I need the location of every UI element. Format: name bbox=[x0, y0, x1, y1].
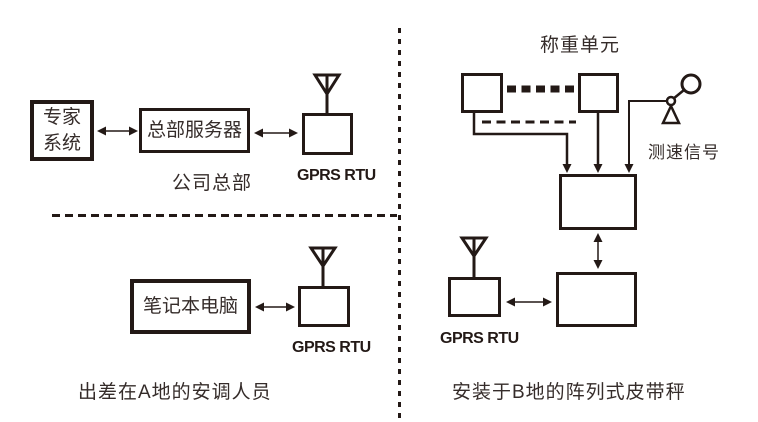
site-a-antenna-icon bbox=[308, 246, 338, 286]
hq-gprs-rtu-label: GPRS RTU bbox=[297, 167, 376, 184]
site-b-caption: 安装于B地的阵列式皮带秤 bbox=[452, 382, 686, 403]
hq-server-label: 总部服务器 bbox=[146, 119, 242, 141]
expert-system-label: 专家系统 bbox=[42, 106, 81, 154]
weighing-unit2-junction-connector bbox=[593, 113, 603, 173]
site-b-gprs-rtu-box bbox=[448, 277, 501, 317]
expert-server-arrow bbox=[97, 126, 138, 136]
site-a-gprs-rtu-label: GPRS RTU bbox=[292, 339, 371, 356]
weighing-unit-box-1 bbox=[461, 73, 503, 113]
hq-antenna-icon bbox=[312, 73, 342, 113]
weighing-unit-title: 称重单元 bbox=[540, 35, 621, 56]
gprs-controller-arrow bbox=[506, 297, 552, 307]
vertical-dashed-divider bbox=[398, 28, 401, 420]
hq-server-box: 总部服务器 bbox=[139, 108, 250, 153]
weighing-unit-box-2 bbox=[578, 73, 619, 113]
speed-signal-label: 测速信号 bbox=[648, 143, 720, 162]
speed-sensor-icon bbox=[661, 73, 702, 125]
hq-caption: 公司总部 bbox=[172, 173, 253, 194]
site-a-gprs-rtu-box bbox=[298, 286, 350, 327]
expert-system-box: 专家系统 bbox=[30, 100, 94, 161]
laptop-box: 笔记本电脑 bbox=[130, 279, 251, 334]
site-b-antenna-icon bbox=[459, 236, 489, 277]
signal-junction-box bbox=[559, 174, 637, 230]
scale-controller-box bbox=[556, 272, 637, 327]
laptop-label: 笔记本电脑 bbox=[142, 295, 238, 317]
hq-gprs-rtu-box bbox=[302, 113, 353, 155]
horizontal-dashed-divider bbox=[52, 214, 397, 217]
junction-controller-arrow bbox=[593, 233, 603, 269]
site-a-caption: 出差在A地的安调人员 bbox=[78, 382, 272, 403]
weighing-unit1-junction-connector bbox=[472, 113, 572, 173]
laptop-gprs-arrow bbox=[255, 302, 295, 312]
site-b-gprs-rtu-label: GPRS RTU bbox=[440, 330, 519, 347]
server-gprs-arrow bbox=[254, 128, 298, 138]
